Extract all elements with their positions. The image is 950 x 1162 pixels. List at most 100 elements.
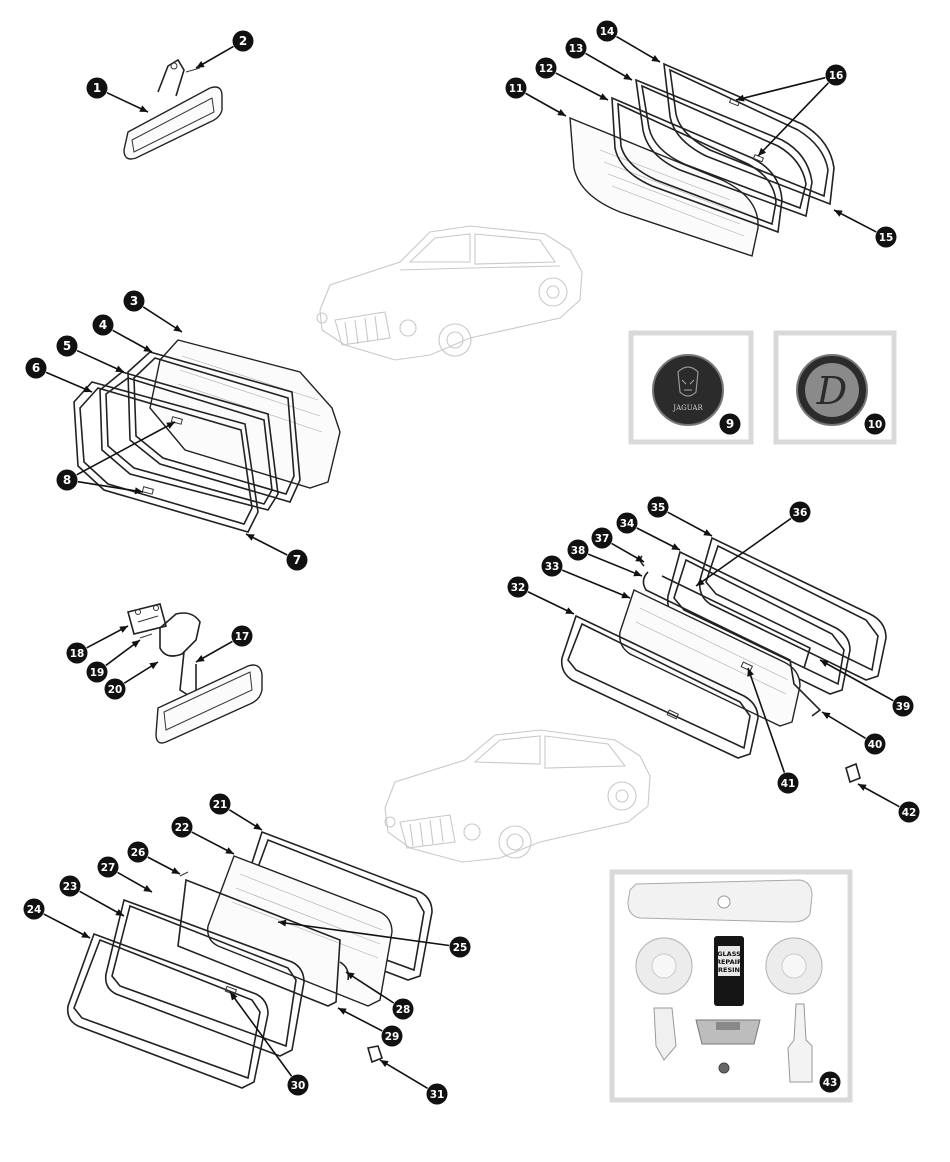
arrowhead-31 xyxy=(380,1060,389,1068)
callout-number-26: 26 xyxy=(131,847,146,859)
arrowhead-2 xyxy=(196,60,205,68)
leader-line-36 xyxy=(695,517,792,587)
arrowhead-33 xyxy=(621,591,630,599)
callout-circle-32 xyxy=(507,576,529,598)
daimler-badge-letter: D xyxy=(816,369,847,413)
callout-circle-43 xyxy=(819,1071,841,1093)
callout-41: 41 xyxy=(777,772,799,794)
arrowhead-28 xyxy=(346,972,355,980)
callout-circle-26 xyxy=(127,841,149,863)
callout-number-23: 23 xyxy=(63,881,78,893)
callout-number-27: 27 xyxy=(101,862,116,874)
leader-line-39 xyxy=(819,659,894,702)
leader-line-24 xyxy=(43,913,91,939)
callout-circle-30 xyxy=(287,1074,309,1096)
leader-line-13 xyxy=(585,52,633,81)
callout-number-39: 39 xyxy=(896,701,911,713)
arrowhead-6 xyxy=(83,385,92,393)
callout-circle-14 xyxy=(596,20,618,42)
callout-circle-2 xyxy=(232,30,254,52)
arrowhead-4 xyxy=(143,345,152,352)
leader-line-14 xyxy=(616,35,661,63)
callout-24: 24 xyxy=(23,898,45,920)
callout-circle-19 xyxy=(86,661,108,683)
repair-kit-panel: GLASS REPAIR RESIN xyxy=(609,869,853,1103)
leader-line-34 xyxy=(636,527,681,551)
callout-circle-6 xyxy=(25,357,47,379)
callout-number-24: 24 xyxy=(27,904,42,916)
arrowhead-24 xyxy=(81,931,90,938)
callout-circle-21 xyxy=(209,793,231,815)
callout-number-21: 21 xyxy=(213,799,228,811)
callout-number-37: 37 xyxy=(595,533,610,545)
callout-number-9: 9 xyxy=(726,417,734,431)
arrowhead-23 xyxy=(115,909,124,916)
arrowhead-8 xyxy=(134,487,143,495)
leader-line-28 xyxy=(345,971,395,1004)
callout-33: 33 xyxy=(541,555,563,577)
callout-circle-1 xyxy=(86,77,108,99)
leader-line-38 xyxy=(587,553,643,577)
callout-number-18: 18 xyxy=(70,648,85,660)
callout-43: 43 xyxy=(819,1071,841,1093)
leader-line-33 xyxy=(561,569,631,599)
arrowhead-7 xyxy=(246,534,255,541)
callout-number-34: 34 xyxy=(620,518,635,530)
callout-circle-39 xyxy=(892,695,914,717)
callout-number-5: 5 xyxy=(63,339,71,353)
callout-number-29: 29 xyxy=(385,1031,400,1043)
arrowhead-34 xyxy=(671,543,680,550)
arrowhead-41 xyxy=(747,668,754,677)
callout-number-33: 33 xyxy=(545,561,560,573)
callout-circle-5 xyxy=(56,335,78,357)
callout-circle-34 xyxy=(616,512,638,534)
arrowhead-16 xyxy=(758,147,767,156)
callout-number-28: 28 xyxy=(396,1004,411,1016)
rear-screen-assembly-upper xyxy=(569,62,835,257)
callout-42: 42 xyxy=(898,801,920,823)
callout-number-1: 1 xyxy=(93,81,101,95)
mirror-assembly-lower xyxy=(127,603,263,744)
arrowhead-32 xyxy=(565,607,574,614)
leader-line-16 xyxy=(735,76,826,101)
resin-label-line-1: GLASS xyxy=(717,950,741,958)
callout-4: 4 xyxy=(92,314,114,336)
arrowhead-20 xyxy=(149,662,158,670)
callout-circle-22 xyxy=(171,816,193,838)
callout-number-25: 25 xyxy=(453,942,468,954)
callout-number-2: 2 xyxy=(239,34,247,48)
callout-40: 40 xyxy=(864,733,886,755)
callout-circle-29 xyxy=(381,1025,403,1047)
callout-circle-24 xyxy=(23,898,45,920)
callout-11: 11 xyxy=(505,77,527,99)
callout-circle-11 xyxy=(505,77,527,99)
callout-number-12: 12 xyxy=(539,63,554,75)
callout-circle-23 xyxy=(59,875,81,897)
callout-37: 37 xyxy=(591,527,613,549)
callout-number-32: 32 xyxy=(511,582,526,594)
callout-20: 20 xyxy=(104,678,126,700)
callout-circle-12 xyxy=(535,57,557,79)
callout-circle-27 xyxy=(97,856,119,878)
callout-number-22: 22 xyxy=(175,822,190,834)
injector-tool xyxy=(653,1007,677,1061)
leader-line-5 xyxy=(76,349,125,373)
callout-14: 14 xyxy=(596,20,618,42)
arrowhead-18 xyxy=(119,626,128,633)
arrowhead-11 xyxy=(557,109,566,116)
arrowhead-21 xyxy=(253,822,262,830)
arrowhead-36 xyxy=(696,578,705,586)
callout-15: 15 xyxy=(875,226,897,248)
badge-panel-jaguar: JAGUAR xyxy=(628,330,754,445)
callout-circle-17 xyxy=(231,625,253,647)
resin-label-line-3: RESIN xyxy=(718,966,740,974)
callout-circle-38 xyxy=(567,539,589,561)
arrowhead-26 xyxy=(171,867,180,874)
callout-circle-33 xyxy=(541,555,563,577)
callout-number-30: 30 xyxy=(291,1080,306,1092)
arrowhead-8 xyxy=(166,422,175,429)
callout-number-17: 17 xyxy=(235,631,250,643)
callout-circle-4 xyxy=(92,314,114,336)
